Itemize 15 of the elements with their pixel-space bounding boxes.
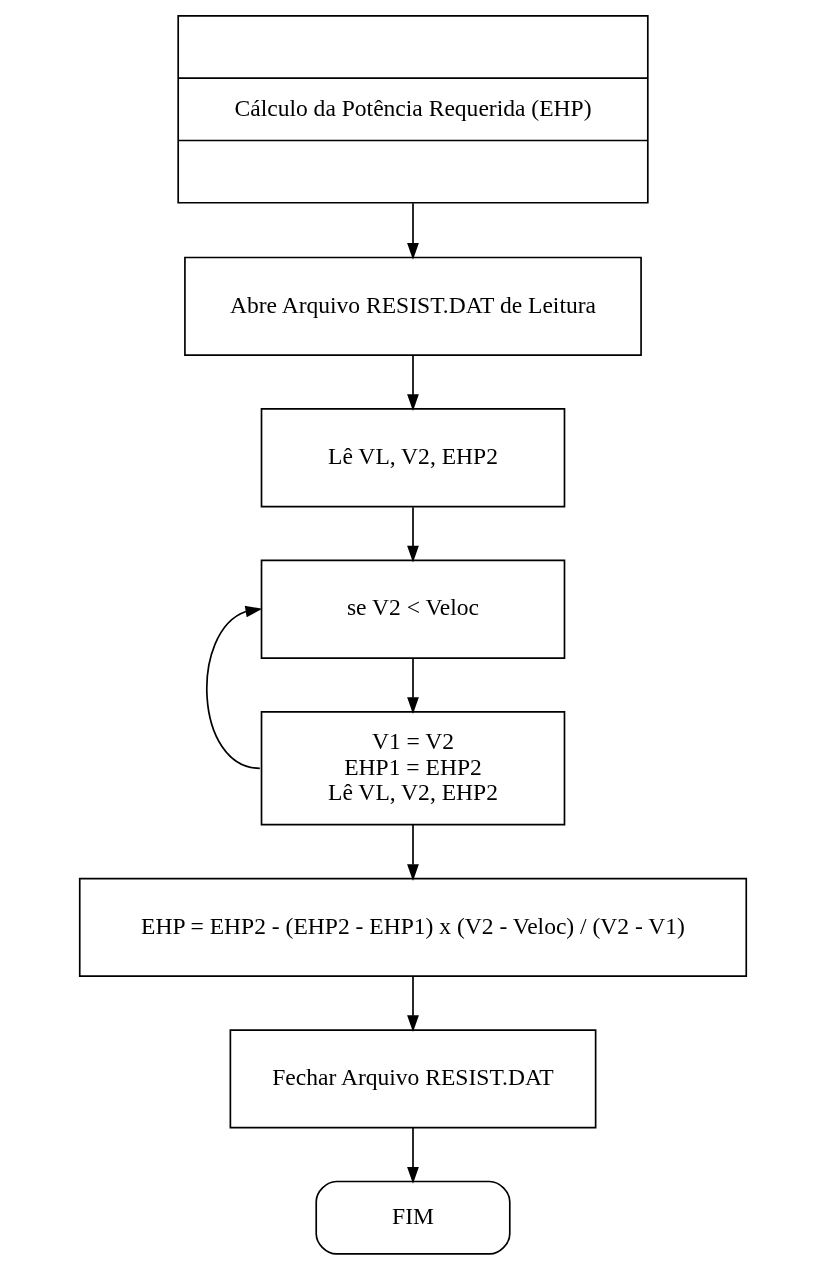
arrow [407, 975, 419, 1033]
arrow [407, 202, 419, 260]
node-box: V1 = V2 EHP1 = EHP2 Lê VL, V2, EHP2 [260, 711, 566, 826]
arrow [407, 506, 419, 563]
node-box: EHP = EHP2 - (EHP2 - EHP1) x (V2 - Veloc) / (V2 - V1) [78, 877, 748, 977]
arrow [206, 605, 263, 770]
node-box: Fechar Arquivo RESIST.DAT [229, 1029, 597, 1129]
node-box: FIM [315, 1180, 511, 1255]
arrow [407, 824, 419, 882]
arrow [407, 1127, 419, 1184]
arrow [407, 657, 419, 714]
node-box: se V2 < Veloc [260, 559, 566, 659]
node-box: Abre Arquivo RESIST.DAT de Leitura [184, 256, 642, 356]
node-box: Lê VL, V2, EHP2 [260, 408, 566, 508]
arrow [407, 354, 419, 412]
